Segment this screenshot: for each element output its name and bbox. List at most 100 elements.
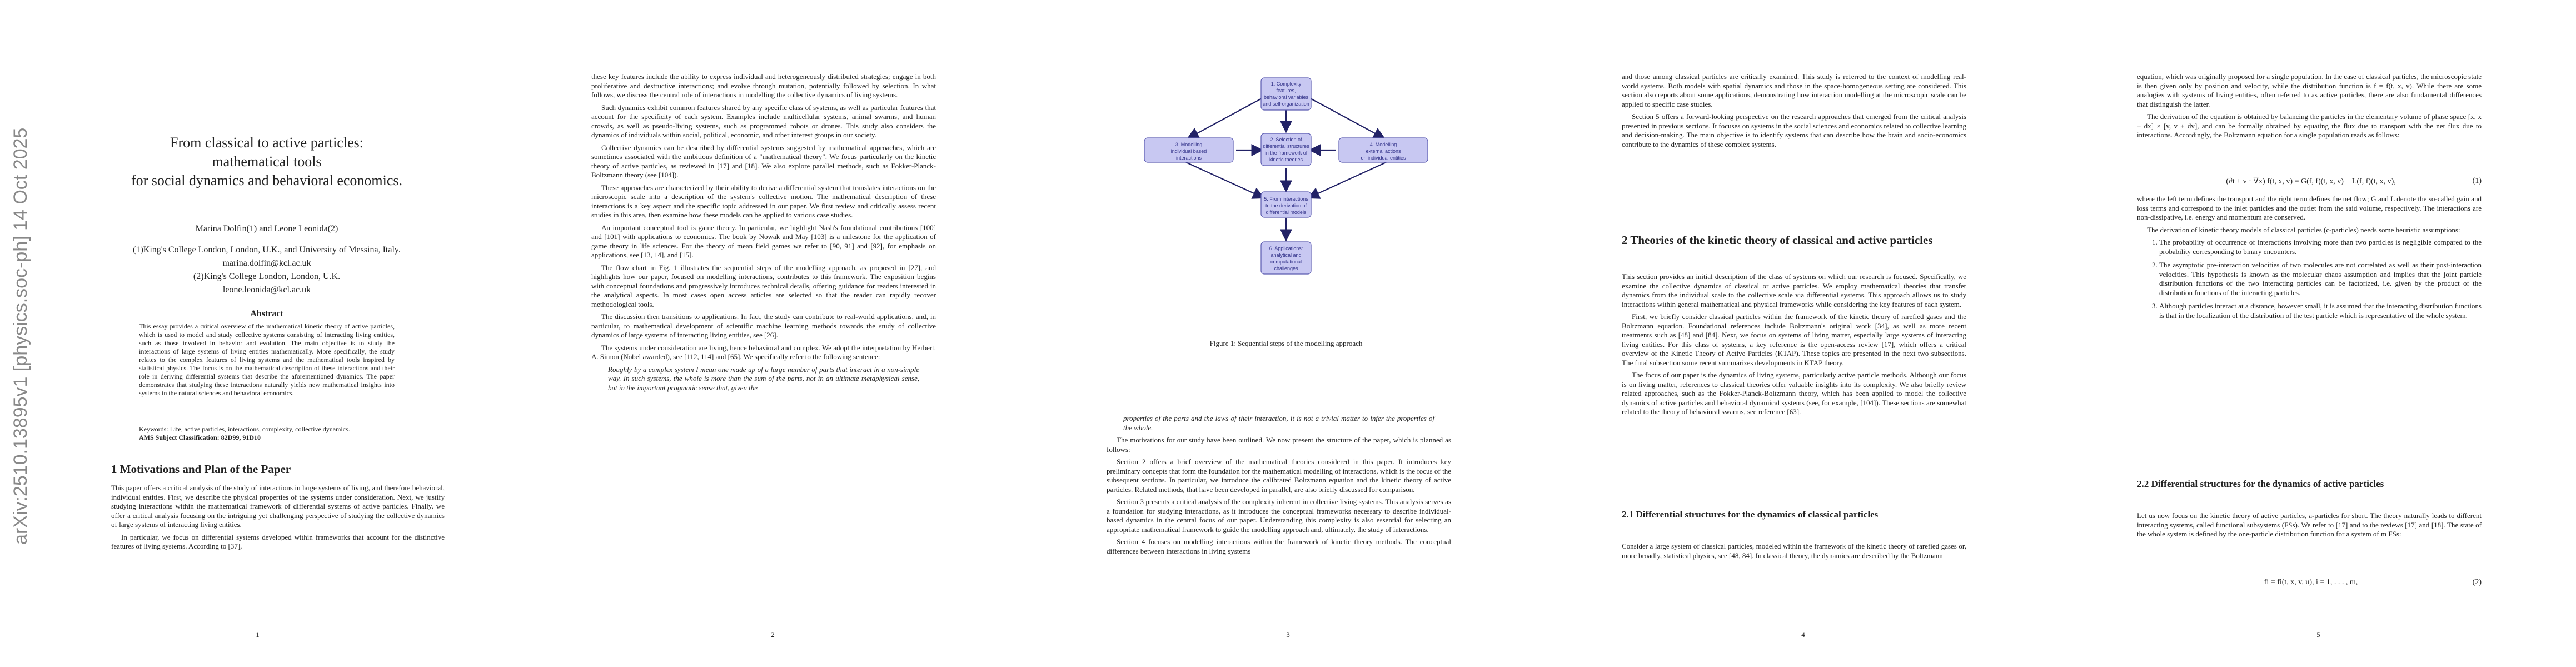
- arrow-1-3: [1187, 97, 1264, 140]
- quote: Roughly by a complex system I mean one m…: [608, 365, 919, 392]
- author-names: Marina Dolfin(1) and Leone Leonida(2): [195, 224, 338, 233]
- node-text: 5. From interactions: [1264, 196, 1308, 202]
- paragraph: Section 5 offers a forward-looking persp…: [1622, 112, 1966, 148]
- page-number: 4: [1801, 630, 1805, 639]
- paragraph: The motivations for our study have been …: [1107, 436, 1451, 454]
- node-text: and self-organization: [1263, 101, 1309, 107]
- paragraph: The flow chart in Fig. 1 illustrates the…: [591, 263, 936, 308]
- flow-node-3: 3. Modelling individual based interactio…: [1144, 137, 1234, 163]
- paragraph: Section 4 focuses on modelling interacti…: [1107, 537, 1451, 555]
- ams-classification: AMS Subject Classification: 82D99, 91D10: [139, 434, 261, 441]
- author-block: Marina Dolfin(1) and Leone Leonida(2) (1…: [111, 222, 422, 297]
- flow-node-4: 4. Modelling external actions on individ…: [1338, 137, 1428, 163]
- node-text: 2. Selection of: [1270, 137, 1302, 142]
- title-line-3: for social dynamics and behavioral econo…: [131, 172, 403, 188]
- page-5-body-top: equation, which was originally proposed …: [2137, 72, 2482, 143]
- node-text: differential models: [1266, 210, 1307, 215]
- assumption-list: The probability of occurrence of interac…: [2137, 238, 2482, 320]
- node-text: 3. Modelling: [1175, 142, 1203, 147]
- node-text: behavioral variables: [1264, 94, 1309, 100]
- list-item: Although particles interact at a distanc…: [2159, 302, 2482, 320]
- paragraph: The focus of our paper is the dynamics o…: [1622, 371, 1966, 416]
- equation-1: (∂t + v · ∇x) f(t, x, v) = G(f, f)(t, x,…: [2226, 177, 2396, 186]
- flow-node-2: 2. Selection of differential structures …: [1260, 133, 1312, 166]
- paragraph: The systems under consideration are livi…: [591, 343, 936, 361]
- flow-node-1: 1. Complexity features, behavioral varia…: [1260, 77, 1312, 111]
- node-text: analytical and: [1270, 252, 1301, 258]
- node-text: 1. Complexity: [1271, 81, 1302, 87]
- paragraph: The derivation of kinetic theory models …: [2147, 225, 2460, 234]
- paragraph: these key features include the ability t…: [591, 72, 936, 99]
- node-text: computational: [1270, 259, 1302, 265]
- list-item: The probability of occurrence of interac…: [2159, 238, 2482, 256]
- node-text: 4. Modelling: [1370, 142, 1397, 147]
- email-1: marina.dolfin@kcl.ac.uk: [222, 258, 311, 268]
- node-text: challenges: [1274, 266, 1298, 271]
- paragraph: Collective dynamics can be described by …: [591, 143, 936, 180]
- page-1: arXiv:2510.13895v1 [physics.soc-ph] 14 O…: [0, 0, 515, 667]
- paragraph: First, we briefly consider classical par…: [1622, 312, 1966, 367]
- page-number: 1: [256, 630, 260, 639]
- section-2-1-heading: 2.1 Differential structures for the dyna…: [1622, 509, 1879, 520]
- paragraph: Section 2 offers a brief overview of the…: [1107, 457, 1451, 494]
- node-text: in the framework of: [1265, 150, 1308, 156]
- figure-caption: Figure 1: Sequential steps of the modell…: [1209, 339, 1363, 347]
- node-text: to the derivation of: [1265, 203, 1307, 208]
- node-text: external actions: [1366, 148, 1401, 154]
- abstract-text: This essay provides a critical overview …: [139, 322, 395, 397]
- arrow-1-4: [1308, 97, 1386, 140]
- abstract-heading: Abstract: [250, 309, 283, 318]
- paragraph: equation, which was originally proposed …: [2137, 72, 2482, 108]
- page-4-body-mid: This section provides an initial descrip…: [1622, 272, 1966, 420]
- section-2-2-heading: 2.2 Differential structures for the dyna…: [2137, 479, 2384, 489]
- page-2: these key features include the ability t…: [515, 0, 1030, 667]
- flowchart-figure: 1. Complexity features, behavioral varia…: [1144, 77, 1428, 275]
- list-item: The asymptotic pre-interaction velocitie…: [2159, 261, 2482, 297]
- section-1-heading: 1 Motivations and Plan of the Paper: [111, 462, 291, 476]
- paragraph: An important conceptual tool is game the…: [591, 223, 936, 260]
- paragraph: where the left term defines the transpor…: [2137, 195, 2482, 221]
- quote: properties of the parts and the laws of …: [1123, 414, 1434, 432]
- paragraph: The discussion then transitions to appli…: [591, 312, 936, 339]
- flow-node-6: 6. Applications: analytical and computat…: [1260, 241, 1312, 275]
- node-text: 6. Applications:: [1269, 246, 1303, 251]
- node-text: interactions: [1176, 155, 1202, 161]
- page-5-body-mid: where the left term defines the transpor…: [2137, 195, 2482, 325]
- equation-2: fi = fi(t, x, v, u), i = 1, . . . , m,: [2264, 578, 2358, 586]
- node-text: individual based: [1171, 148, 1207, 154]
- paragraph: and those among classical particles are …: [1622, 72, 1966, 108]
- page-3-body: properties of the parts and the laws of …: [1107, 414, 1451, 559]
- node-text: on individual entities: [1361, 155, 1406, 161]
- page-5: equation, which was originally proposed …: [2061, 0, 2576, 667]
- title-line-1: From classical to active particles:: [170, 135, 363, 151]
- email-2: leone.leonida@kcl.ac.uk: [222, 285, 311, 295]
- page-number: 3: [1286, 630, 1290, 639]
- page-4-body-bottom: Consider a large system of classical par…: [1622, 542, 1966, 564]
- paragraph: This paper offers a critical analysis of…: [111, 484, 445, 529]
- arxiv-stamp: arXiv:2510.13895v1 [physics.soc-ph] 14 O…: [10, 127, 31, 545]
- page-4: and those among classical particles are …: [1546, 0, 2061, 667]
- page-number: 2: [771, 630, 775, 639]
- page-5-body-bottom: Let us now focus on the kinetic theory o…: [2137, 511, 2482, 542]
- paragraph: These approaches are characterized by th…: [591, 183, 936, 220]
- paragraph: Consider a large system of classical par…: [1622, 542, 1966, 560]
- title-line-2: mathematical tools: [212, 153, 322, 170]
- keywords-block: Keywords: Life, active particles, intera…: [139, 425, 395, 442]
- keywords: Keywords: Life, active particles, intera…: [139, 425, 350, 433]
- arrow-3-5: [1185, 161, 1265, 199]
- section-2-heading: 2 Theories of the kinetic theory of clas…: [1622, 233, 1933, 247]
- section-1-body: This paper offers a critical analysis of…: [111, 484, 445, 555]
- flow-node-5: 5. From interactions to the derivation o…: [1260, 191, 1312, 218]
- paragraph: The derivation of the equation is obtain…: [2137, 112, 2482, 139]
- page-number: 5: [2316, 630, 2320, 639]
- affiliation-2: (2)King's College London, London, U.K.: [193, 272, 341, 281]
- paragraph: In particular, we focus on differential …: [111, 532, 445, 551]
- page-2-body: these key features include the ability t…: [591, 72, 936, 396]
- equation-2-number: (2): [2472, 578, 2482, 586]
- paragraph: Section 3 presents a critical analysis o…: [1107, 497, 1451, 534]
- node-text: features,: [1276, 88, 1296, 93]
- page-4-body-top: and those among classical particles are …: [1622, 72, 1966, 152]
- paragraph: Such dynamics exhibit common features sh…: [591, 103, 936, 140]
- node-text: differential structures: [1263, 143, 1309, 149]
- node-text: kinetic theories: [1269, 157, 1303, 162]
